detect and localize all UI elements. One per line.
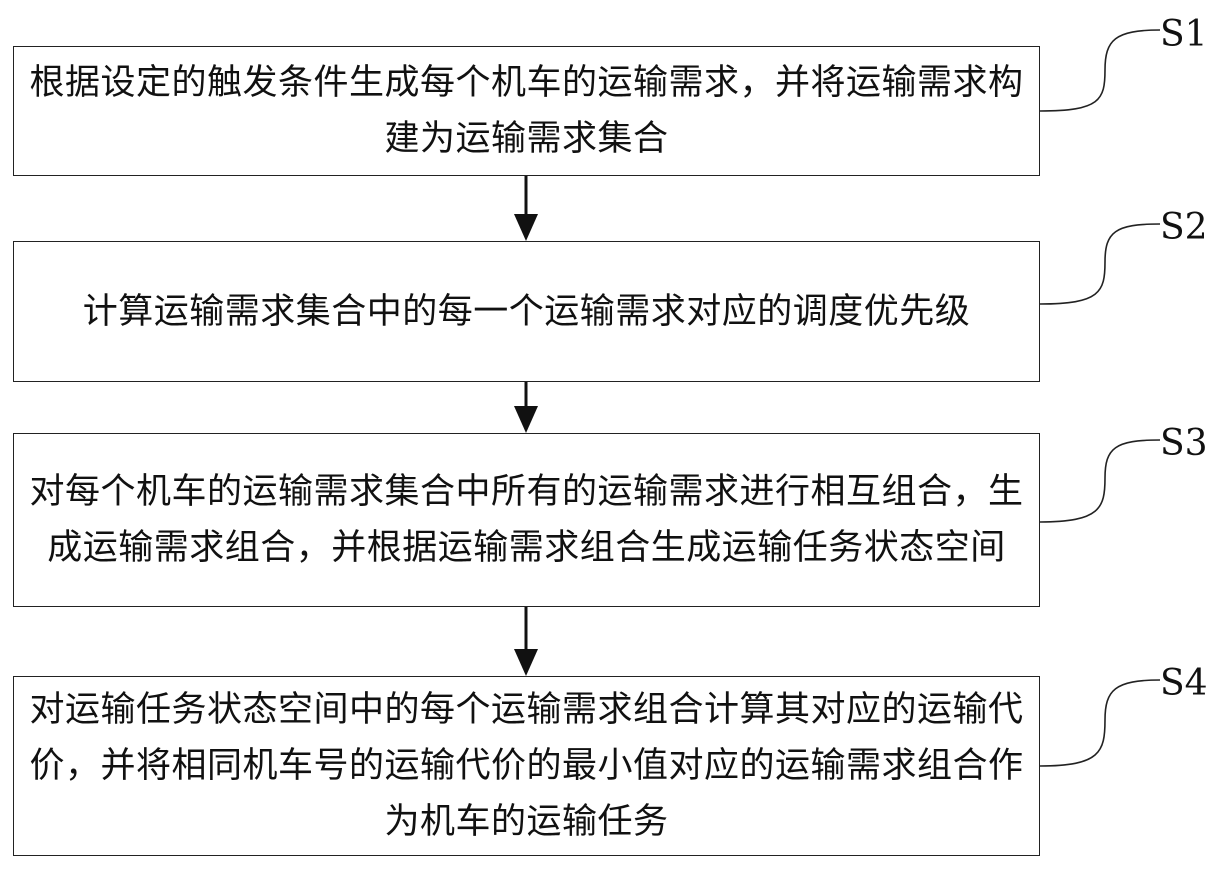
step-box-s1: 根据设定的触发条件生成每个机车的运输需求，并将运输需求构建为运输需求集合: [13, 46, 1040, 176]
step-label-s1: S1: [1160, 14, 1208, 55]
step-label-s3: S3: [1160, 423, 1208, 464]
leader-s1: [1039, 29, 1161, 112]
step-label-s2: S2: [1160, 207, 1208, 248]
step-text-s3: 对每个机车的运输需求集合中所有的运输需求进行相互组合，生成运输需求组合，并根据运…: [29, 472, 1024, 568]
arrowhead-s2-s3: [514, 406, 538, 433]
step-text-s2: 计算运输需求集合中的每一个运输需求对应的调度优先级: [82, 291, 971, 332]
arrowhead-s3-s4: [514, 649, 538, 676]
leader-s3: [1039, 439, 1161, 523]
step-text-s1: 根据设定的触发条件生成每个机车的运输需求，并将运输需求构建为运输需求集合: [29, 63, 1024, 159]
leader-s4: [1039, 679, 1161, 767]
step-text-s4: 对运输任务状态空间中的每个运输需求组合计算其对应的运输代价，并将相同机车号的运输…: [29, 690, 1024, 842]
step-label-s4: S4: [1160, 663, 1208, 704]
step-box-s4: 对运输任务状态空间中的每个运输需求组合计算其对应的运输代价，并将相同机车号的运输…: [13, 676, 1040, 856]
step-box-s3: 对每个机车的运输需求集合中所有的运输需求进行相互组合，生成运输需求组合，并根据运…: [13, 433, 1040, 607]
arrowhead-s1-s2: [514, 214, 538, 241]
leader-s2: [1039, 223, 1161, 305]
step-box-s2: 计算运输需求集合中的每一个运输需求对应的调度优先级: [13, 241, 1040, 382]
